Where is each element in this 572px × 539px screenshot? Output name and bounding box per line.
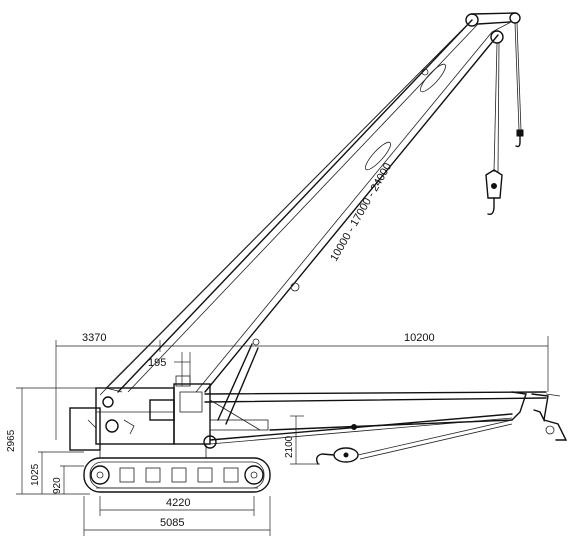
dim-1025: 1025: [30, 463, 41, 486]
dim-5085: 5085: [160, 517, 184, 529]
hoist-cylinder: [217, 338, 260, 425]
aux-hook: [515, 129, 524, 148]
main-boom: [117, 19, 499, 393]
crawler-track: [83, 457, 271, 493]
main-hook-block: [485, 169, 503, 216]
hoist-ropes: [493, 22, 522, 173]
lowered-hook: [315, 419, 513, 465]
dim-2965: 2965: [6, 429, 17, 452]
dimension-lines: [16, 336, 549, 536]
dim-10200: 10200: [404, 332, 435, 344]
dim-2100: 2100: [284, 435, 295, 458]
horizontal-boom: [204, 391, 568, 445]
superstructure: [69, 375, 269, 458]
dim-195: 195: [148, 357, 166, 369]
boom-length-label: 10000 - 17000 - 24000: [328, 161, 394, 263]
dim-4220: 4220: [166, 497, 190, 509]
dim-920: 920: [52, 477, 63, 494]
dim-3370: 3370: [82, 332, 106, 344]
